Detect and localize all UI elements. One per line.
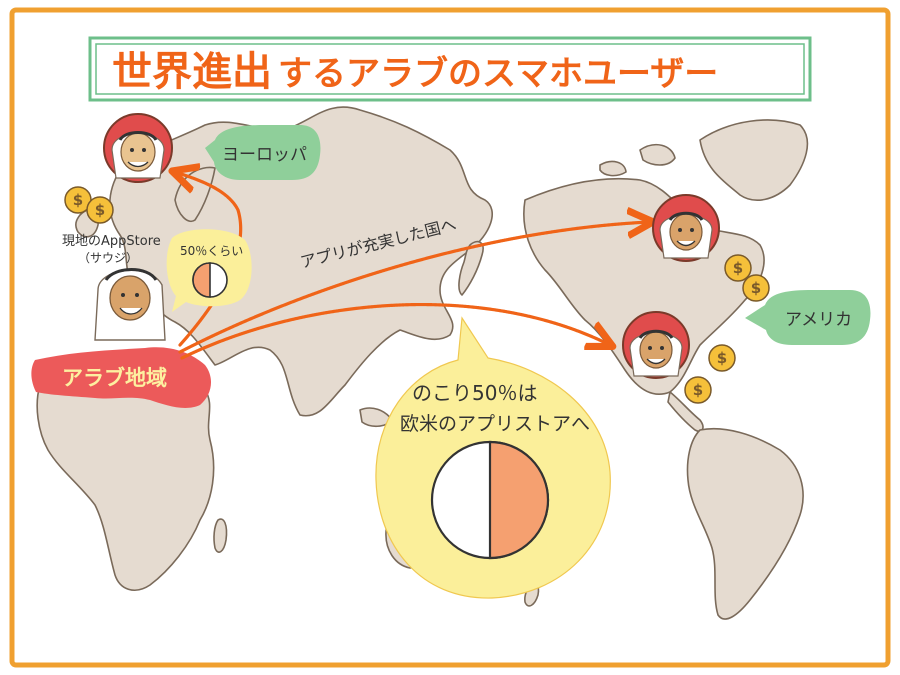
arrow-to-america-south (180, 303, 610, 360)
svg-text:$: $ (73, 191, 83, 209)
svg-text:$: $ (751, 279, 761, 297)
arrow-to-north-america (178, 222, 650, 354)
arrow-to-europe (175, 172, 243, 347)
america-user-avatar (622, 311, 690, 379)
local-store-sublabel: （サウジ） (78, 251, 138, 265)
north-america-user-avatar (652, 194, 720, 262)
europe-speech-bubble (205, 125, 321, 180)
svg-text:$: $ (95, 201, 105, 219)
europe-user-avatar (103, 113, 173, 183)
america-speech-bubble (745, 290, 871, 345)
greenland (699, 119, 809, 201)
title-box (88, 36, 812, 102)
arab-region-label: アラブ地域 (62, 366, 167, 390)
south-america-landmass (686, 427, 804, 620)
remaining-share-line1: のこり50％は (412, 381, 537, 405)
america-label: アメリカ (785, 310, 852, 330)
europe-label: ヨーロッパ (222, 145, 307, 165)
flow-arrows (175, 172, 650, 360)
coin-icons-north-america: $ $ (724, 254, 770, 302)
arab-region-highlight (31, 347, 212, 408)
small-pie-chart (192, 262, 228, 298)
coin-icons-local: $ $ (64, 186, 114, 224)
page-title-main: 世界進出 (112, 49, 272, 95)
page-title-sub: するアラブのスマホユーザー (278, 54, 718, 94)
svg-text:$: $ (693, 381, 703, 399)
svg-text:$: $ (717, 349, 727, 367)
local-store-label: 現地のAppStore (62, 234, 161, 249)
coin-icons-america: $ $ (684, 344, 736, 404)
madagascar (213, 518, 228, 553)
small-ratio-label: 50％くらい (180, 244, 243, 258)
svg-text:$: $ (733, 259, 743, 277)
remaining-share-line2: 欧米のアプリストアへ (400, 413, 590, 435)
large-pie-chart (430, 440, 550, 560)
arab-user-figure (94, 268, 166, 341)
